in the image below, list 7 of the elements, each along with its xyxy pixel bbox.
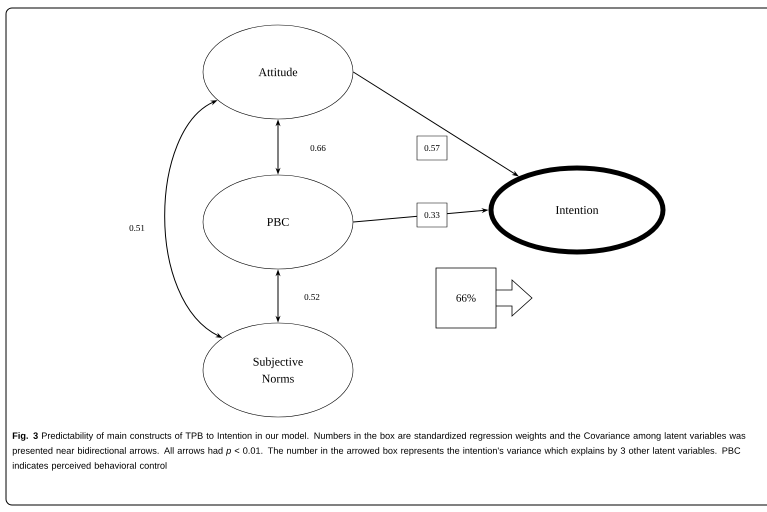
arrowed-box: 66% bbox=[436, 268, 533, 328]
weight-box: 0.57 bbox=[416, 136, 448, 160]
edge-label: 0.52 bbox=[303, 292, 321, 302]
weight-box: 0.33 bbox=[416, 202, 448, 228]
caption: Fig. 3 Predictability of main constructs of TPB to Intention in our model. Numbers in the box are standardized regression weights and the Covariance among latent variables was presented near bidirectional arrows. All arrows had p < 0.01. The number in the arrowed box represents the intention's variance which explains by 3 other latent variables. PBC indicates perceived behavioral control bbox=[12, 432, 746, 471]
edge-label: 0.51 bbox=[128, 224, 146, 232]
edge-label: 0.66 bbox=[309, 144, 327, 152]
